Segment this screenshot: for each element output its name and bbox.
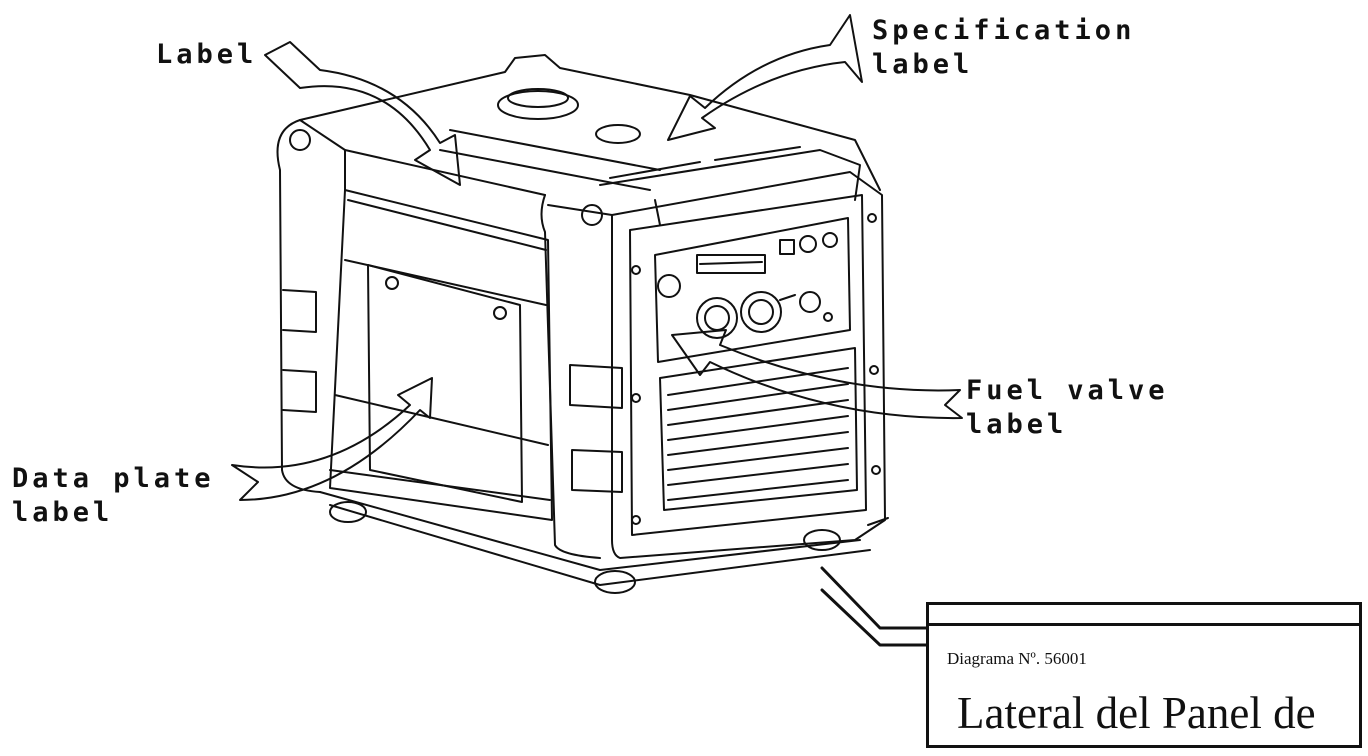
title-block-strip bbox=[929, 623, 1359, 626]
title-leader bbox=[820, 566, 930, 647]
title-block: Diagrama Nº. 56001 Lateral del Panel de bbox=[926, 602, 1362, 748]
callout-specification-label: Specification label bbox=[872, 15, 1136, 80]
callout-fuel-valve-label: Fuel valve label bbox=[966, 375, 1169, 440]
callout-label: Label bbox=[156, 39, 258, 70]
data-plate-arrow bbox=[231, 377, 433, 501]
fuel-valve-arrow bbox=[671, 329, 963, 420]
diagram-title: Lateral del Panel de bbox=[957, 688, 1316, 738]
label-arrow bbox=[264, 41, 461, 186]
generator-body bbox=[276, 54, 889, 594]
callout-data-plate-label: Data plate label bbox=[12, 463, 215, 528]
specification-arrow bbox=[667, 14, 863, 141]
callout-arrows bbox=[231, 14, 963, 501]
diagram-number: Diagrama Nº. 56001 bbox=[947, 649, 1087, 668]
